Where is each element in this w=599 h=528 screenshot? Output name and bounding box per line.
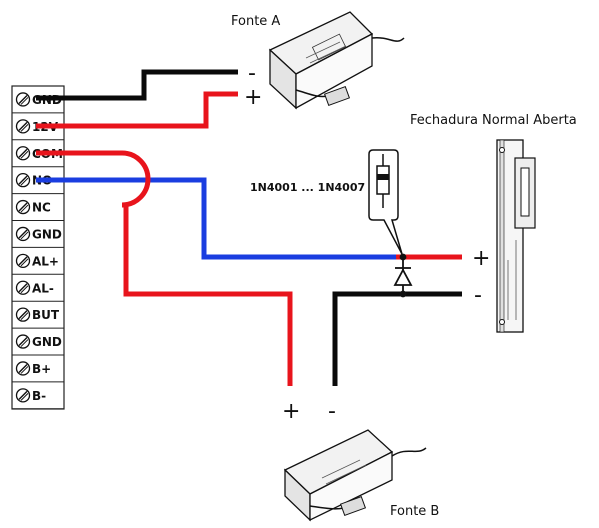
fonte-b-adapter: [283, 429, 427, 522]
fonte-a-adapter: [268, 11, 405, 110]
terminal-label: AL-: [32, 281, 54, 295]
strike-lock: [496, 139, 536, 333]
diode-symbol: [393, 253, 413, 298]
fonte-a-plus: +: [244, 85, 262, 110]
diode-callout: [368, 149, 403, 255]
terminal-nc-4: NC: [12, 199, 64, 221]
terminal-label: BUT: [32, 308, 60, 322]
wire-no-blue: [36, 177, 396, 260]
terminal-but-8: BUT: [12, 307, 64, 329]
terminal-label: GND: [32, 227, 62, 241]
terminal-gnd-5: GND: [12, 226, 64, 248]
terminal-al-6: AL+: [12, 253, 64, 275]
terminal-label: GND: [32, 335, 62, 349]
fonte-b-label: Fonte B: [390, 504, 439, 519]
wire-lock-minus-black: [332, 291, 462, 386]
terminal-gnd-9: GND: [12, 334, 64, 356]
terminal-label: B+: [32, 362, 51, 376]
lock-label: Fechadura Normal Aberta: [410, 113, 577, 128]
lock-plus: +: [472, 246, 490, 271]
fonte-b-minus: -: [328, 399, 336, 424]
terminal-label: B-: [32, 389, 46, 403]
terminal-al-7: AL-: [12, 280, 64, 302]
lock-minus: -: [474, 283, 482, 308]
terminal-b-10: B+: [12, 361, 64, 383]
fonte-b-plus: +: [282, 399, 300, 424]
wires: [36, 69, 462, 386]
fonte-a-minus: -: [248, 61, 256, 86]
terminal-label: AL+: [32, 254, 59, 268]
terminal-label: NC: [32, 201, 51, 215]
terminal-com-2: COM: [12, 146, 64, 168]
fonte-a-label: Fonte A: [231, 14, 280, 29]
terminal-b-11: B-: [12, 388, 64, 410]
wire-com-red: [36, 150, 293, 386]
diode-part-label: 1N4001 ... 1N4007: [250, 181, 365, 194]
wire-12v-red: [36, 91, 238, 129]
wire-gnd-black: [36, 69, 238, 101]
